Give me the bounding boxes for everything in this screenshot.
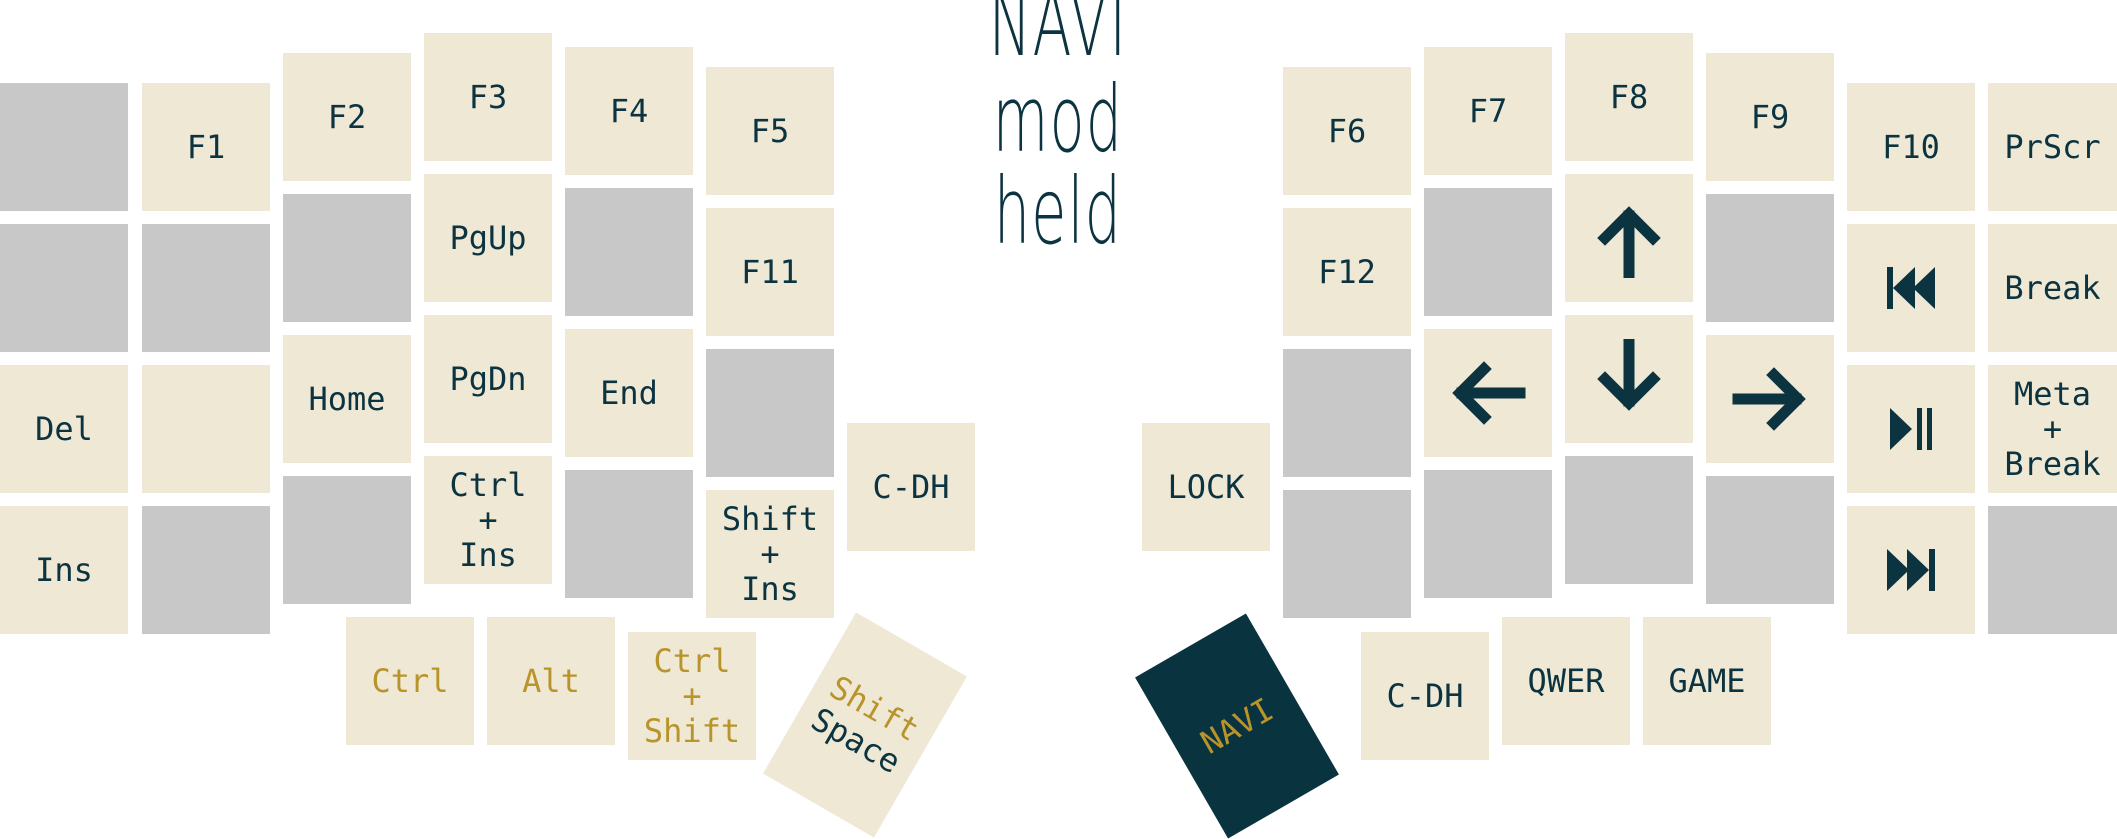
- key-f1: F1: [142, 83, 270, 211]
- key-c-dh: C-DH: [847, 423, 975, 551]
- previous-track-icon: [1887, 267, 1935, 309]
- key-pgup: PgUp: [424, 174, 552, 302]
- key-arrow-left: [1424, 329, 1552, 457]
- key-f7: F7: [1424, 47, 1552, 175]
- left-key-blank: [142, 365, 270, 493]
- arrow-right-icon: [1732, 367, 1806, 431]
- right-key-empty: [1565, 456, 1693, 584]
- key-f10: F10: [1847, 83, 1975, 211]
- key-f5: F5: [706, 67, 834, 195]
- title-line-2: mod held: [992, 66, 1124, 265]
- key-meta-break: Meta + Break: [1988, 365, 2117, 493]
- left-key-empty: [565, 188, 693, 316]
- key-pgdn: PgDn: [424, 315, 552, 443]
- right-key-empty: [1706, 194, 1834, 322]
- key-previous-track: [1847, 224, 1975, 352]
- left-key-empty: [565, 470, 693, 598]
- left-key-empty: [283, 476, 411, 604]
- key-navi-active: NAVI: [1135, 613, 1339, 839]
- key-f3: F3: [424, 33, 552, 161]
- right-key-empty: [1706, 476, 1834, 604]
- key-f2: F2: [283, 53, 411, 181]
- play-pause-icon: [1890, 408, 1932, 450]
- key-c-dh-layer: C-DH: [1361, 632, 1489, 760]
- key-arrow-up: [1565, 174, 1693, 302]
- page-title: NAVI mod held: [934, 0, 1182, 258]
- left-key-empty: [283, 194, 411, 322]
- arrow-down-icon: [1597, 339, 1661, 411]
- key-f6: F6: [1283, 67, 1411, 195]
- key-play-pause: [1847, 365, 1975, 493]
- left-key-empty: [0, 224, 128, 352]
- right-key-empty: [1283, 349, 1411, 477]
- key-f4: F4: [565, 47, 693, 175]
- key-ctrl-shift: Ctrl + Shift: [628, 632, 756, 760]
- key-lock: LOCK: [1142, 423, 1270, 551]
- key-shift-space: Shift Space: [763, 612, 967, 838]
- key-next-track: [1847, 506, 1975, 634]
- next-track-icon: [1887, 549, 1935, 591]
- key-f8: F8: [1565, 33, 1693, 161]
- key-home: Home: [283, 335, 411, 463]
- arrow-left-icon: [1452, 361, 1526, 425]
- key-ctrl-ins: Ctrl + Ins: [424, 456, 552, 584]
- key-arrow-down: [1565, 315, 1693, 443]
- left-key-empty: [142, 224, 270, 352]
- key-ins: Ins: [0, 506, 128, 634]
- right-key-empty: [1988, 506, 2117, 634]
- key-ctrl: Ctrl: [346, 617, 474, 745]
- key-shift-ins: Shift + Ins: [706, 490, 834, 618]
- key-f11: F11: [706, 208, 834, 336]
- right-key-empty: [1424, 470, 1552, 598]
- key-break: Break: [1988, 224, 2117, 352]
- key-qwer: QWER: [1502, 617, 1630, 745]
- key-alt: Alt: [487, 617, 615, 745]
- key-f12: F12: [1283, 208, 1411, 336]
- key-del: Del: [0, 365, 128, 493]
- key-prscr: PrScr: [1988, 83, 2117, 211]
- left-key-empty: [706, 349, 834, 477]
- key-end: End: [565, 329, 693, 457]
- left-key-empty: [0, 83, 128, 211]
- key-arrow-right: [1706, 335, 1834, 463]
- left-key-empty: [142, 506, 270, 634]
- arrow-up-icon: [1597, 206, 1661, 278]
- title-line-1: NAVI: [988, 0, 1128, 77]
- key-game: GAME: [1643, 617, 1771, 745]
- right-key-empty: [1424, 188, 1552, 316]
- right-key-empty: [1283, 490, 1411, 618]
- key-f9: F9: [1706, 53, 1834, 181]
